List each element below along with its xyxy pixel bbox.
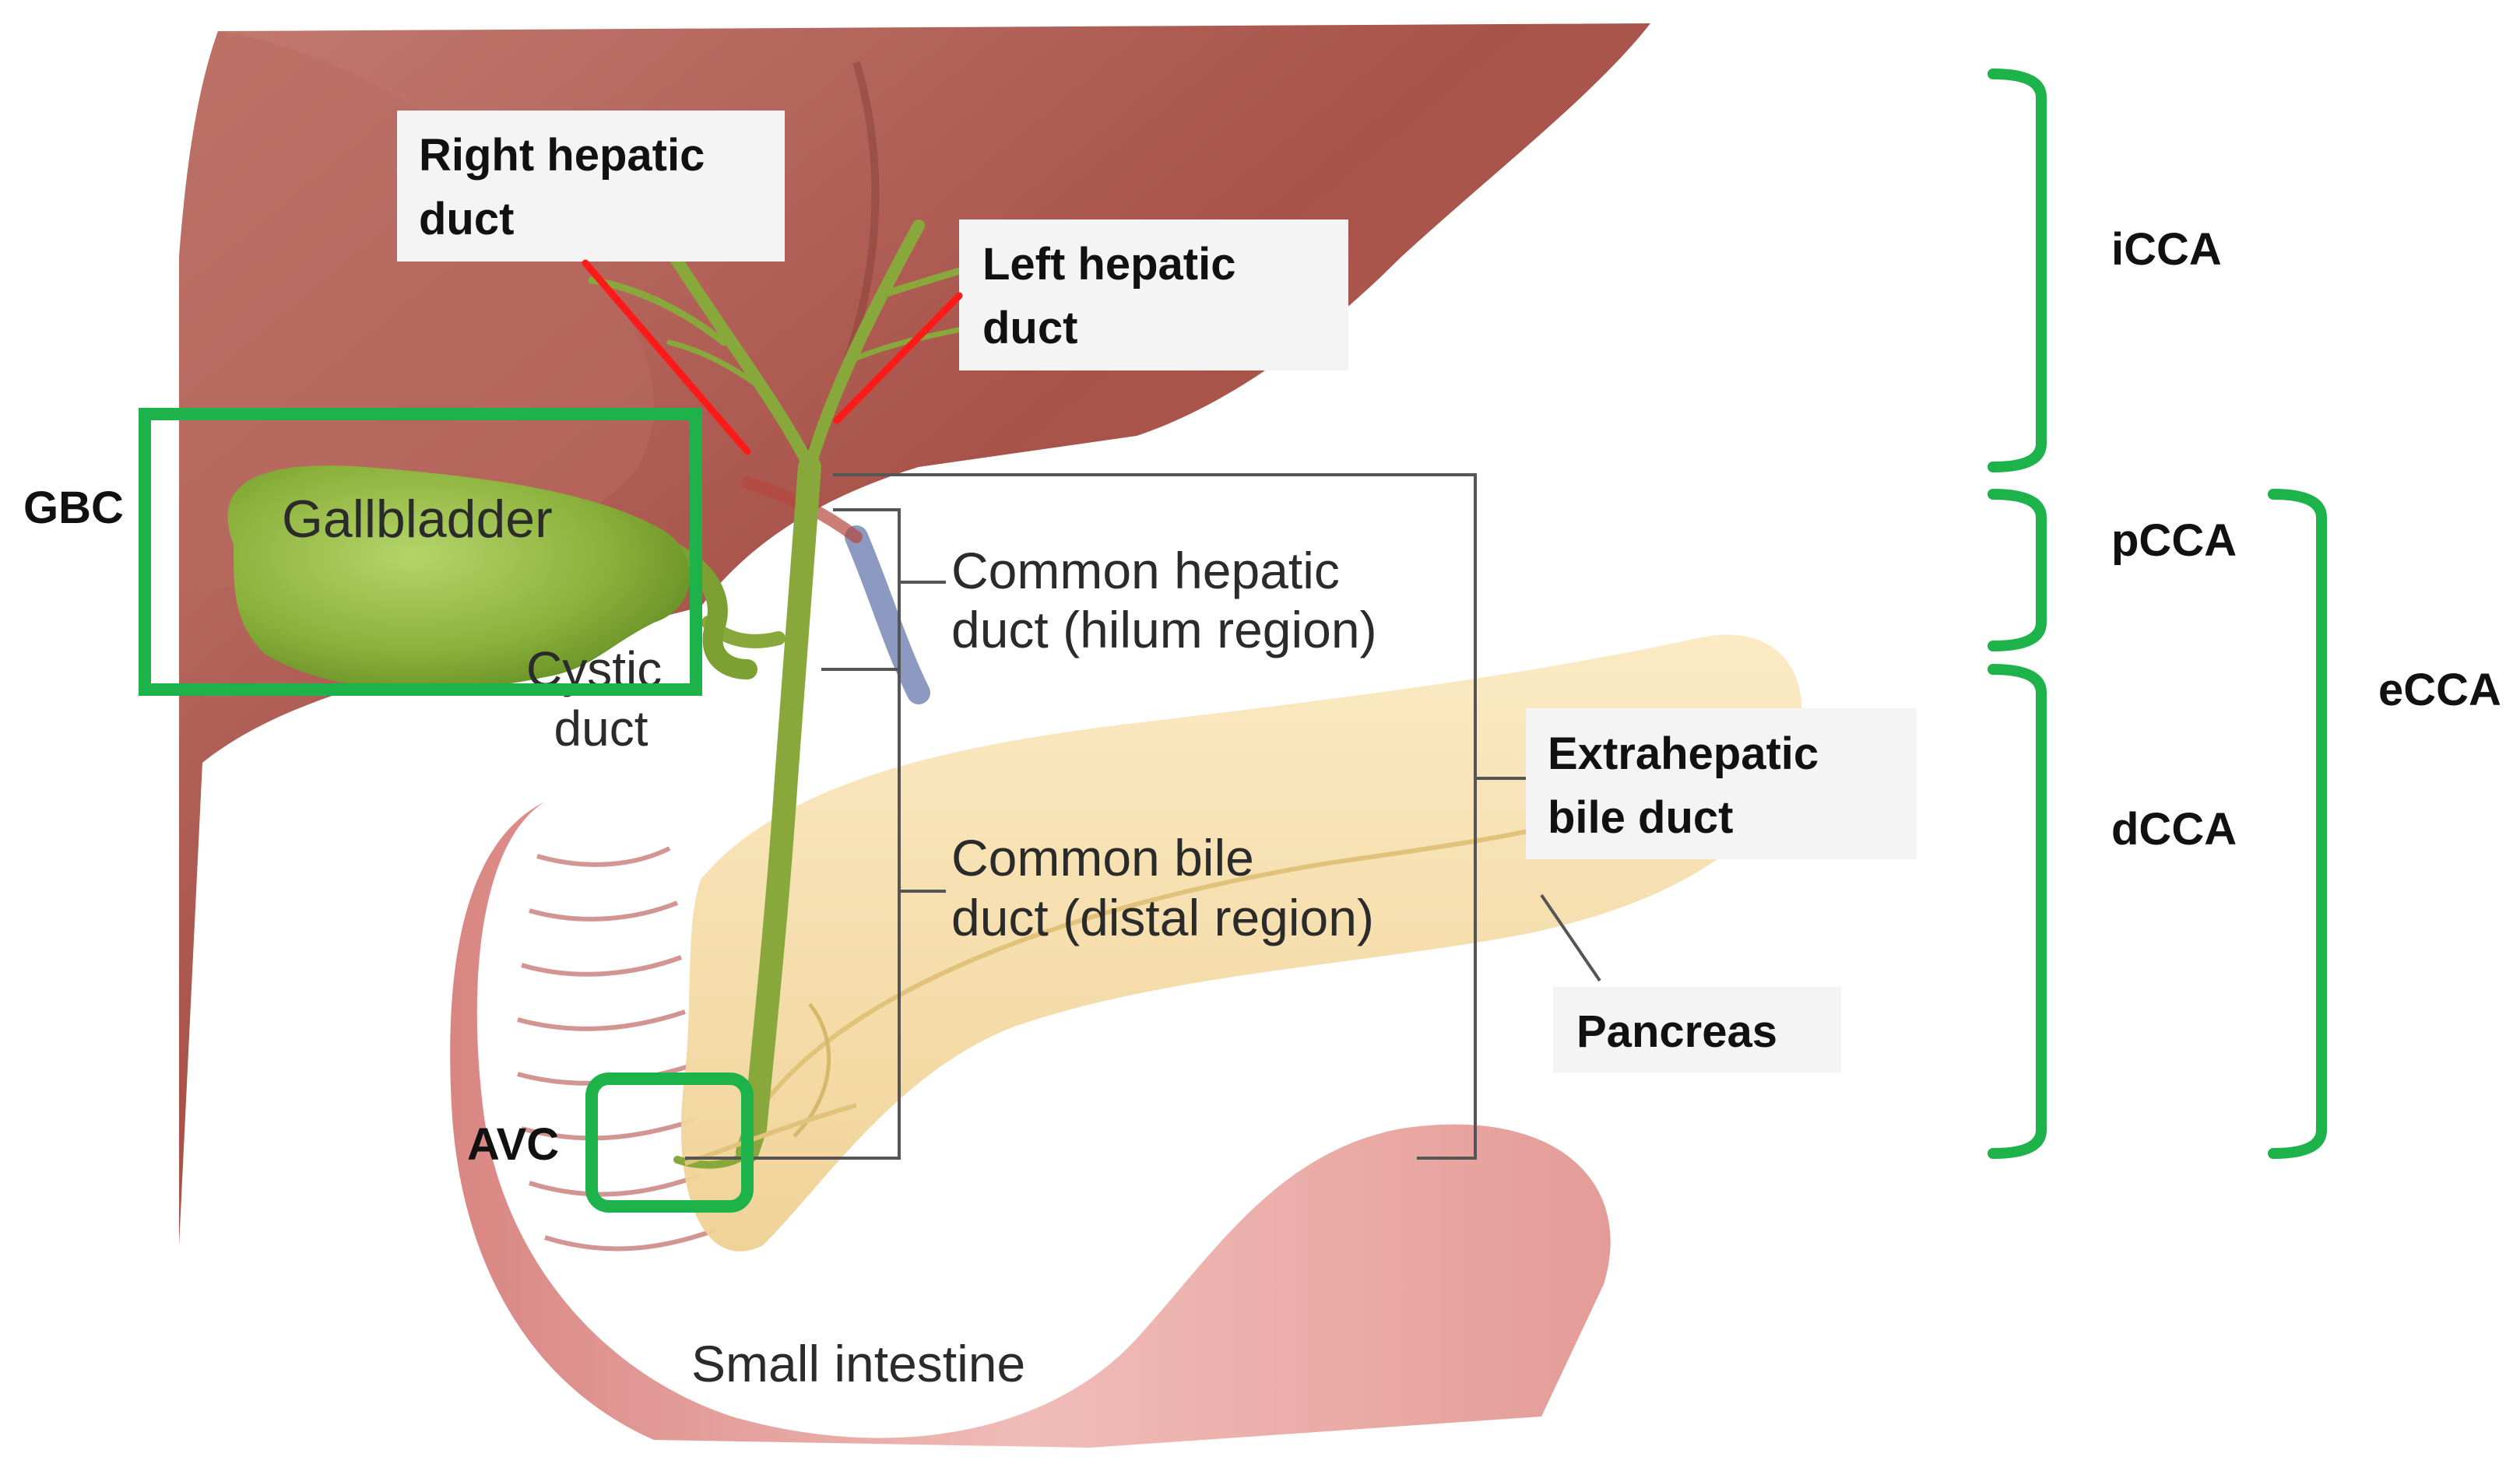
cystic-duct-label: Cystic duct <box>526 641 676 757</box>
hepatic-duct-pointers <box>582 259 963 455</box>
pcca-label: pCCA <box>2111 515 2237 566</box>
illustration-bracket-lines <box>685 473 1601 1160</box>
gallbladder-label: Gallbladder <box>282 490 553 549</box>
small-intestine-shape <box>450 802 1611 1448</box>
right-hepatic-duct-callout: Right hepatic duct <box>397 111 785 262</box>
gbc-highlight-box <box>139 408 702 696</box>
gallbladder-shape <box>227 465 691 690</box>
small-intestine-label: Small intestine <box>691 1335 1025 1392</box>
pancreas-label: Pancreas <box>1576 1006 1777 1057</box>
icca-bracket <box>1988 68 2047 472</box>
icca-label: iCCA <box>2111 224 2222 275</box>
avc-label: AVC <box>467 1119 559 1170</box>
pancreatic-duct-junction <box>684 1103 857 1166</box>
left-hepatic-pointer <box>833 292 963 424</box>
cca-brackets <box>1988 68 2327 1159</box>
right-hepatic-pointer <box>582 259 751 455</box>
extrahepatic-bile-duct-box <box>1526 708 1917 859</box>
left-hepatic-duct-box <box>959 219 1348 370</box>
intestine-folds <box>517 846 718 1252</box>
right-hepatic-duct-label: Right hepatic duct <box>419 130 717 244</box>
portal-vein <box>845 525 930 704</box>
pancreas-callout: Pancreas <box>1553 987 1841 1073</box>
left-hepatic-duct-label: Left hepatic duct <box>982 239 1249 353</box>
avc-highlight-box <box>585 1073 754 1213</box>
right-hepatic-duct-box <box>397 111 785 262</box>
liver-lobe-right <box>179 31 654 592</box>
pcca-bracket <box>1988 489 2047 651</box>
extrahepatic-bile-duct-label: Extrahepatic bile duct <box>1548 728 1831 843</box>
left-hepatic-duct-callout: Left hepatic duct <box>959 219 1348 370</box>
ecca-bracket <box>2268 489 2327 1159</box>
pancreas-box <box>1553 987 1841 1073</box>
dcca-label: dCCA <box>2111 804 2237 855</box>
pancreas-shape <box>680 634 1802 1252</box>
dcca-bracket <box>1988 664 2047 1159</box>
ecca-label: eCCA <box>2378 665 2501 715</box>
extrahepatic-bile-duct-callout: Extrahepatic bile duct <box>1526 708 1917 859</box>
common-bile-duct-label: Common bile duct (distal region) <box>951 829 1374 946</box>
gbc-label: GBC <box>23 483 124 533</box>
common-hepatic-duct-label: Common hepatic duct (hilum region) <box>951 542 1377 658</box>
